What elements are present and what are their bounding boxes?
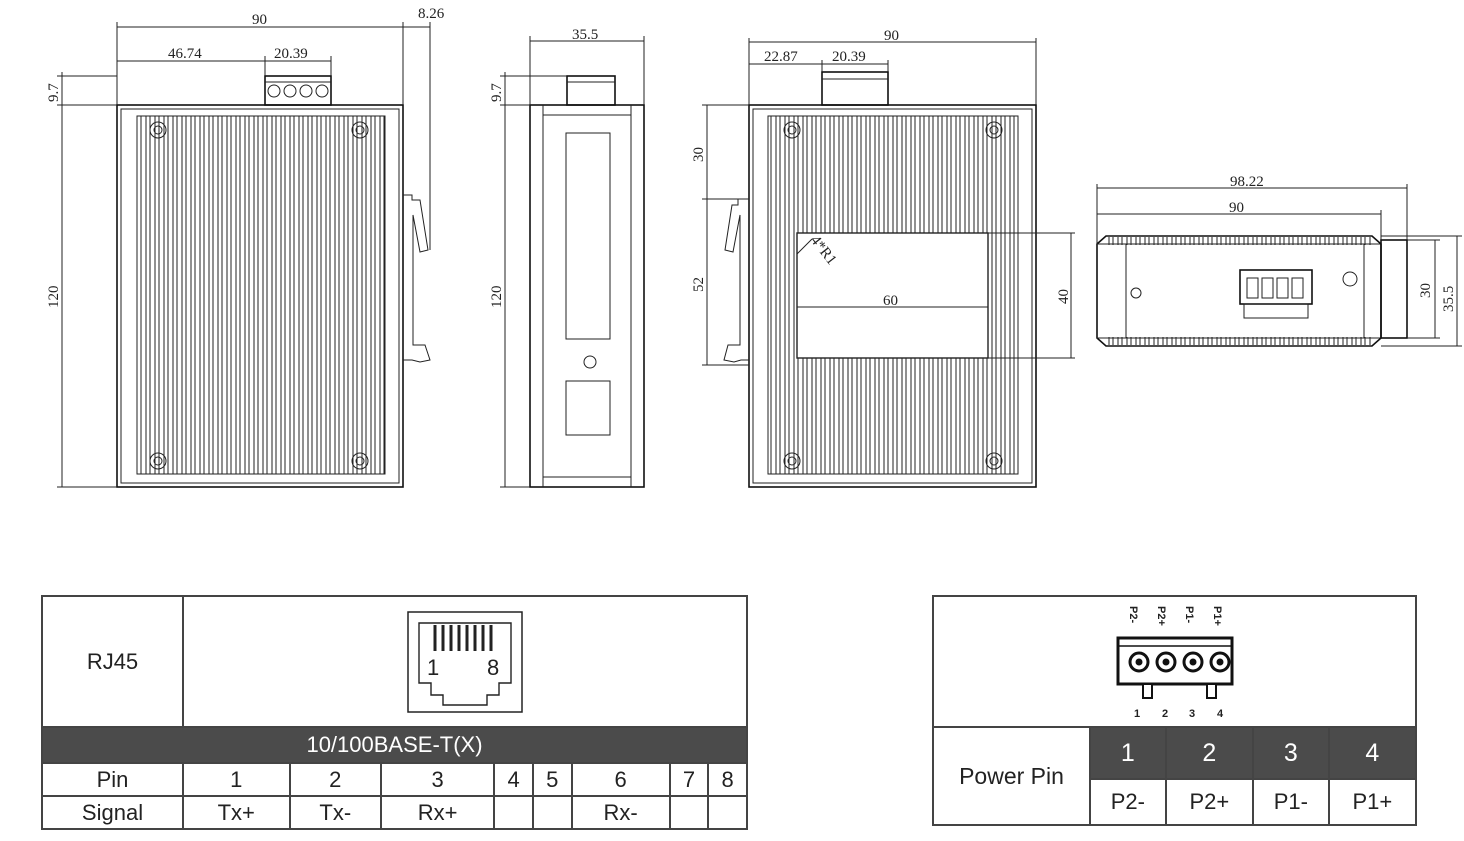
- terminal-label: P1+: [1211, 606, 1223, 626]
- rj45-pin-cell: 6: [570, 762, 671, 797]
- top-view: 98.22 90 30 35.5: [1096, 174, 1462, 347]
- rj45-pin-cell: 8: [707, 762, 748, 797]
- rj45-signal-cell: [707, 795, 748, 830]
- dim-top-overall: 98.22: [1230, 174, 1264, 190]
- mechanical-drawing: 90 46.74 20.39 8.26 9.7 120 35.5: [46, 6, 1462, 488]
- rj45-pin-cell: 5: [531, 762, 573, 797]
- power-signal-cell: P2+: [1164, 778, 1254, 826]
- terminal-number: 3: [1189, 708, 1195, 720]
- power-connector-cell: P2- P2+ P1- P1+ 1: [932, 595, 1417, 728]
- power-signal-cell: P1-: [1251, 778, 1330, 826]
- dim-front-term-w: 20.39: [274, 46, 308, 62]
- dim-side-height: 120: [489, 286, 505, 309]
- rj45-signal-cell: [668, 795, 710, 830]
- rj45-pin-cell: 3: [380, 762, 496, 797]
- dim-side-top: 9.7: [489, 83, 505, 102]
- dim-top-width: 90: [1229, 200, 1244, 216]
- terminal-number: 4: [1217, 708, 1224, 720]
- rj45-pinout-table: RJ45 1 8 10/100BASE-T(X) Pin 1 2 3 4 5: [41, 595, 748, 830]
- rj45-standard-header: 10/100BASE-T(X): [41, 726, 748, 764]
- dim-top-h2: 35.5: [1441, 286, 1457, 312]
- dim-front-top: 9.7: [46, 83, 62, 102]
- dim-back-term-w: 20.39: [832, 49, 866, 65]
- dim-back-off: 22.87: [764, 49, 798, 65]
- rj45-pin-header: Pin: [41, 762, 184, 797]
- dim-top-h1: 30: [1418, 283, 1434, 298]
- rj45-signal-cell: [493, 795, 534, 830]
- terminal-label: P2-: [1127, 606, 1139, 623]
- power-terminal-icon: P2- P2+ P1- P1+ 1: [1116, 606, 1233, 720]
- power-pin-label: Power Pin: [932, 726, 1091, 826]
- rj45-signal-cell: [531, 795, 573, 830]
- front-view: 90 46.74 20.39 8.26 9.7 120: [46, 6, 445, 488]
- dim-back-plate-w: 60: [883, 293, 898, 309]
- rj45-signal-header: Signal: [41, 795, 184, 830]
- terminal-number: 2: [1162, 708, 1168, 720]
- rj45-signal-cell: Rx-: [570, 795, 671, 830]
- power-pin-number: 2: [1164, 726, 1254, 780]
- rj45-pin-last: 8: [487, 655, 499, 680]
- dim-side-depth: 35.5: [572, 27, 598, 43]
- rj45-pin-first: 1: [427, 655, 439, 680]
- power-signal-cell: P1+: [1327, 778, 1418, 826]
- rj45-signal-cell: Tx+: [182, 795, 291, 830]
- rj45-signal-cell: Rx+: [380, 795, 496, 830]
- power-pin-table: P2- P2+ P1- P1+ 1: [932, 595, 1418, 826]
- terminal-number: 1: [1134, 708, 1140, 720]
- rj45-pin-cell: 1: [182, 762, 291, 797]
- dim-front-din: 8.26: [418, 6, 445, 22]
- rj45-pin-cell: 7: [668, 762, 710, 797]
- rj45-label: RJ45: [41, 595, 184, 728]
- dim-back-rail: 52: [691, 277, 707, 292]
- power-pin-number: 4: [1327, 726, 1418, 780]
- power-pin-number: 3: [1251, 726, 1330, 780]
- dim-front-term-off: 46.74: [168, 46, 202, 62]
- dim-front-height: 120: [46, 286, 62, 309]
- dim-back-plate-h: 40: [1056, 289, 1072, 304]
- dim-front-width: 90: [252, 12, 267, 28]
- rj45-connector-cell: 1 8: [182, 595, 748, 728]
- rj45-signal-cell: Tx-: [288, 795, 383, 830]
- back-view: 4*R1 60 40 90 22.87 20.39 30 52: [691, 28, 1075, 488]
- dim-back-width: 90: [884, 28, 899, 44]
- rj45-pin-cell: 2: [288, 762, 383, 797]
- side-view: 35.5 9.7 120: [489, 27, 645, 488]
- rj45-port-icon: 1 8: [407, 610, 523, 713]
- power-pin-number: 1: [1089, 726, 1167, 780]
- dim-back-r: 30: [691, 147, 707, 162]
- power-signal-cell: P2-: [1089, 778, 1167, 826]
- rj45-pin-cell: 4: [493, 762, 534, 797]
- terminal-label: P1-: [1183, 606, 1195, 623]
- terminal-label: P2+: [1155, 606, 1167, 626]
